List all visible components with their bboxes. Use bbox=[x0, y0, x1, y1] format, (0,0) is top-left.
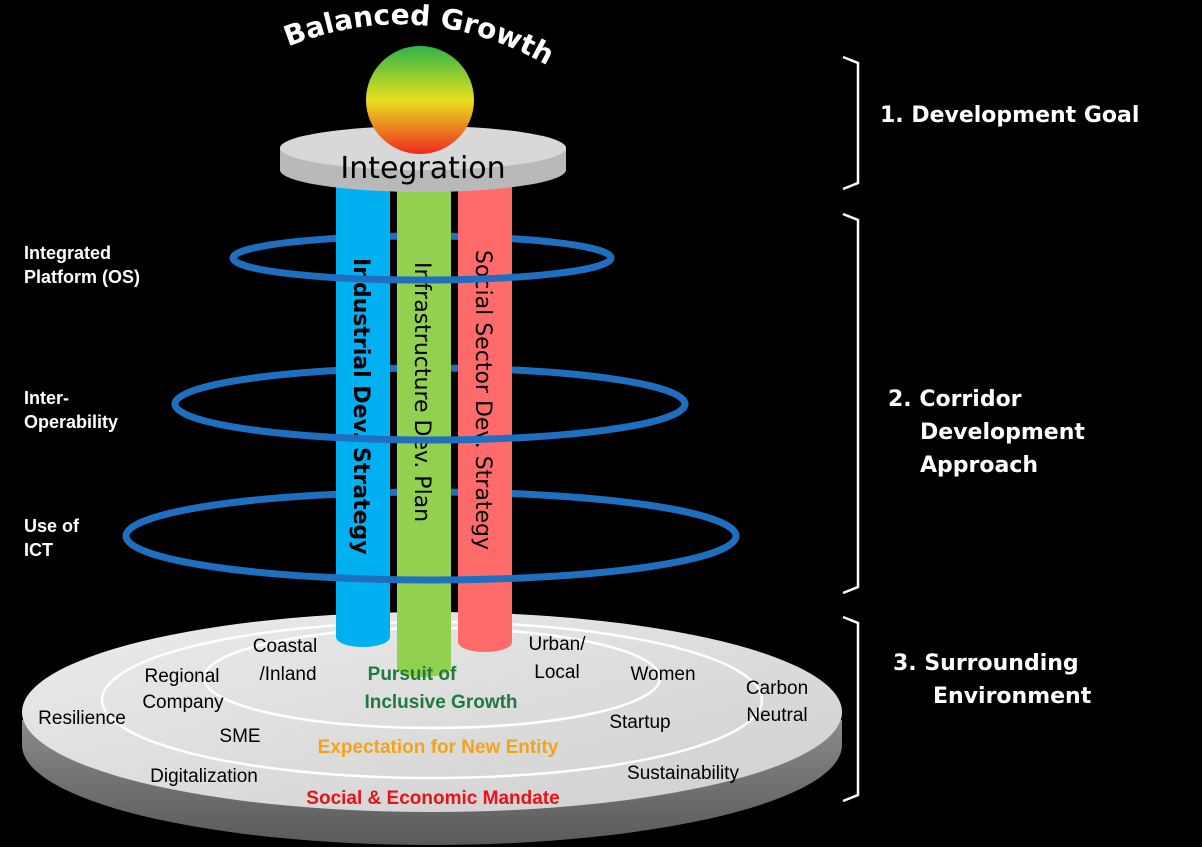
ring-label-ict: Use of ICT bbox=[24, 514, 79, 562]
coastal-line1: Coastal bbox=[253, 636, 317, 657]
inclusive-line2: Inclusive Growth bbox=[364, 692, 517, 713]
regional: Regional bbox=[145, 666, 220, 687]
bracket-environment bbox=[842, 615, 860, 803]
women: Women bbox=[630, 664, 695, 685]
section-surrounding-environment: 3. Surrounding Environment bbox=[893, 647, 1091, 713]
ring-label-interoperability-line2: Operability bbox=[24, 412, 119, 432]
company: Company bbox=[142, 692, 224, 713]
digitalization: Digitalization bbox=[150, 766, 258, 787]
pillar-infrastructure-label: Infrastructure Dev. Plan bbox=[409, 262, 434, 522]
ring-label-ict-line2: ICT bbox=[24, 540, 53, 560]
ring-label-interoperability: Inter- Operability bbox=[24, 386, 118, 434]
sme: SME bbox=[219, 726, 260, 747]
section-development-goal-title: 1. Development Goal bbox=[880, 103, 1140, 128]
sustainability: Sustainability bbox=[627, 763, 739, 784]
inclusive-line1: Pursuit of bbox=[368, 664, 457, 685]
section-corridor-approach: 2. Corridor Development Approach bbox=[888, 383, 1085, 482]
integration-label: Integration bbox=[340, 151, 505, 186]
base-labels: Coastal /Inland Urban/ Local Pursuit of … bbox=[38, 634, 808, 809]
ring-label-platform: Integrated Platform (OS) bbox=[24, 241, 140, 289]
surrounding-environment-base bbox=[22, 612, 842, 845]
pillar-social-label: Social Sector Dev. Strategy bbox=[470, 250, 495, 550]
ring-label-interoperability-line1: Inter- bbox=[24, 388, 69, 408]
resilience: Resilience bbox=[38, 708, 126, 729]
neutral: Neutral bbox=[746, 705, 807, 726]
section-corridor-line3: Approach bbox=[920, 453, 1039, 478]
pillar-infrastructure: Infrastructure Dev. Plan bbox=[397, 182, 451, 677]
new-entity-title: Expectation for New Entity bbox=[318, 737, 559, 758]
pillars: Industrial Dev. Strategy Infrastructure … bbox=[336, 182, 512, 677]
pillar-industrial: Industrial Dev. Strategy bbox=[336, 182, 390, 647]
coastal-line2: /Inland bbox=[259, 664, 316, 685]
ring-label-platform-line2: Platform (OS) bbox=[24, 267, 141, 287]
section-brackets bbox=[842, 55, 860, 803]
section-corridor-line1: 2. Corridor bbox=[888, 387, 1022, 412]
urban-line2: Local bbox=[534, 662, 579, 683]
section-surrounding-line1: 3. Surrounding bbox=[893, 651, 1079, 676]
pillar-social: Social Sector Dev. Strategy bbox=[458, 182, 512, 652]
section-development-goal: 1. Development Goal bbox=[880, 99, 1139, 132]
ring-front-middle bbox=[171, 403, 689, 444]
bracket-goal bbox=[842, 55, 860, 191]
ring-label-platform-line1: Integrated bbox=[24, 243, 112, 263]
ring-label-ict-line1: Use of bbox=[24, 516, 80, 536]
carbon: Carbon bbox=[746, 678, 808, 699]
rings-front bbox=[122, 257, 740, 584]
ring-front-top bbox=[229, 257, 615, 284]
balanced-growth-sphere bbox=[366, 46, 474, 154]
pillar-industrial-label: Industrial Dev. Strategy bbox=[348, 258, 373, 555]
startup: Startup bbox=[609, 712, 670, 733]
mandate-title: Social & Economic Mandate bbox=[306, 788, 559, 809]
section-surrounding-line2: Environment bbox=[933, 684, 1092, 709]
urban-line1: Urban/ bbox=[528, 634, 586, 655]
bracket-approach bbox=[842, 212, 860, 595]
section-corridor-line2: Development bbox=[920, 420, 1085, 445]
ring-front-bottom bbox=[122, 535, 740, 584]
